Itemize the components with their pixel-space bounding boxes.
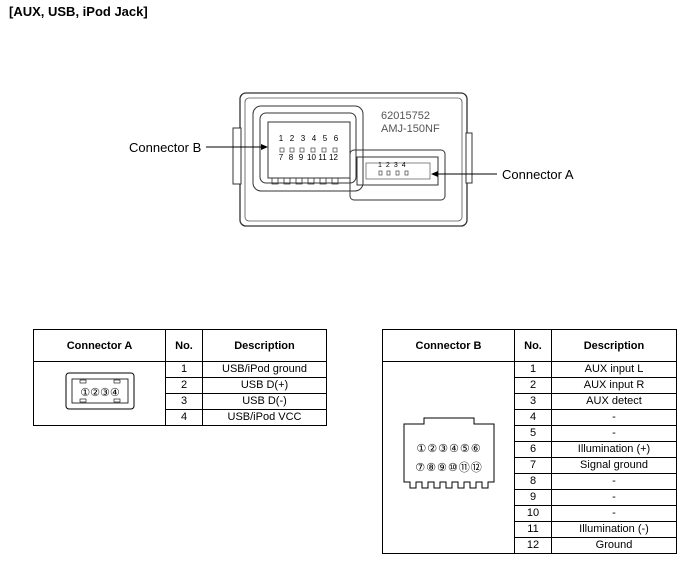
pin-number: 2 [165, 377, 203, 394]
pin-number: 11 [514, 521, 552, 538]
pin-number: 5 [514, 425, 552, 442]
pin-number: 8 [514, 473, 552, 490]
pin-number: 3 [514, 393, 552, 410]
table-row: ①②③④ 1 USB/iPod ground [33, 361, 327, 426]
pin-number: 10 [514, 505, 552, 522]
pin-number: 9 [514, 489, 552, 506]
pin-number: 4 [165, 409, 203, 426]
pin-description: AUX detect [551, 393, 677, 410]
pin-description: Signal ground [551, 457, 677, 474]
table-row: 4- [383, 409, 677, 426]
pin-number: 6 [514, 441, 552, 458]
page-title: [AUX, USB, iPod Jack] [9, 4, 148, 19]
pin-description: - [551, 505, 677, 522]
connector-b-label: Connector B [129, 140, 202, 155]
connector-a-icon-pins: ①②③④ [80, 386, 120, 399]
pin-description: USB/iPod ground [202, 361, 327, 378]
pin-number: 1 [514, 361, 552, 378]
model-number: AMJ-150NF [381, 123, 440, 135]
column-header: Description [551, 329, 677, 362]
connector-b-icon: ①②③④⑤⑥ ⑦⑧⑨⑩⑪⑫ [382, 361, 515, 554]
connector-b-top-numbers: 1 2 3 4 5 6 [278, 134, 339, 143]
column-header: Description [202, 329, 327, 362]
pin-description: Illumination (-) [551, 521, 677, 538]
pin-number: 12 [514, 537, 552, 554]
connector-a-icon: ①②③④ [33, 361, 166, 426]
pin-description: AUX input L [551, 361, 677, 378]
column-header: No. [514, 329, 552, 362]
connector-a-label: Connector A [502, 167, 574, 182]
pin-description: AUX input R [551, 377, 677, 394]
column-header: Connector B [382, 329, 515, 362]
connector-b-bottom-numbers: 7 8 9 10 11 12 [278, 153, 338, 162]
pin-number: 2 [514, 377, 552, 394]
pin-number: 7 [514, 457, 552, 474]
pin-number: 4 [514, 409, 552, 426]
table-row: 10- [383, 505, 677, 522]
jack-diagram [206, 92, 497, 227]
pin-description: USB D(+) [202, 377, 327, 394]
pin-description: USB D(-) [202, 393, 327, 410]
part-number: 62015752 [381, 110, 430, 122]
connector-a-pins [378, 170, 409, 176]
table-row: 3 USB D(-) [34, 393, 327, 410]
connector-b-pins [271, 147, 339, 185]
connector-b-table: Connector B No. Description ①②③④⑤⑥ ⑦⑧⑨⑩⑪… [382, 329, 677, 554]
connector-a-table: Connector A No. Description ①②③④ 1 USB/i… [33, 329, 327, 426]
connector-b-icon-pins-bottom: ⑦⑧⑨⑩⑪⑫ [415, 461, 483, 474]
connector-a-housing [349, 149, 446, 201]
table-row: 5- [383, 425, 677, 442]
connector-b-housing [252, 105, 364, 192]
column-header: No. [165, 329, 203, 362]
pin-number: 1 [165, 361, 203, 378]
pin-number: 3 [165, 393, 203, 410]
pin-description: - [551, 473, 677, 490]
pin-description: Ground [551, 537, 677, 554]
pin-description: Illumination (+) [551, 441, 677, 458]
connector-a-numbers: 1 2 3 4 [378, 162, 406, 169]
table-row: 2 USB D(+) [34, 377, 327, 394]
column-header: Connector A [33, 329, 166, 362]
pin-description: - [551, 409, 677, 426]
table-row: 8- [383, 473, 677, 490]
connector-b-icon-pins-top: ①②③④⑤⑥ [416, 442, 481, 455]
pin-description: - [551, 489, 677, 506]
pin-description: USB/iPod VCC [202, 409, 327, 426]
table-row: 4 USB/iPod VCC [34, 409, 327, 426]
table-row: ①②③④⑤⑥ ⑦⑧⑨⑩⑪⑫ 1 AUX input L [382, 361, 677, 554]
pin-description: - [551, 425, 677, 442]
